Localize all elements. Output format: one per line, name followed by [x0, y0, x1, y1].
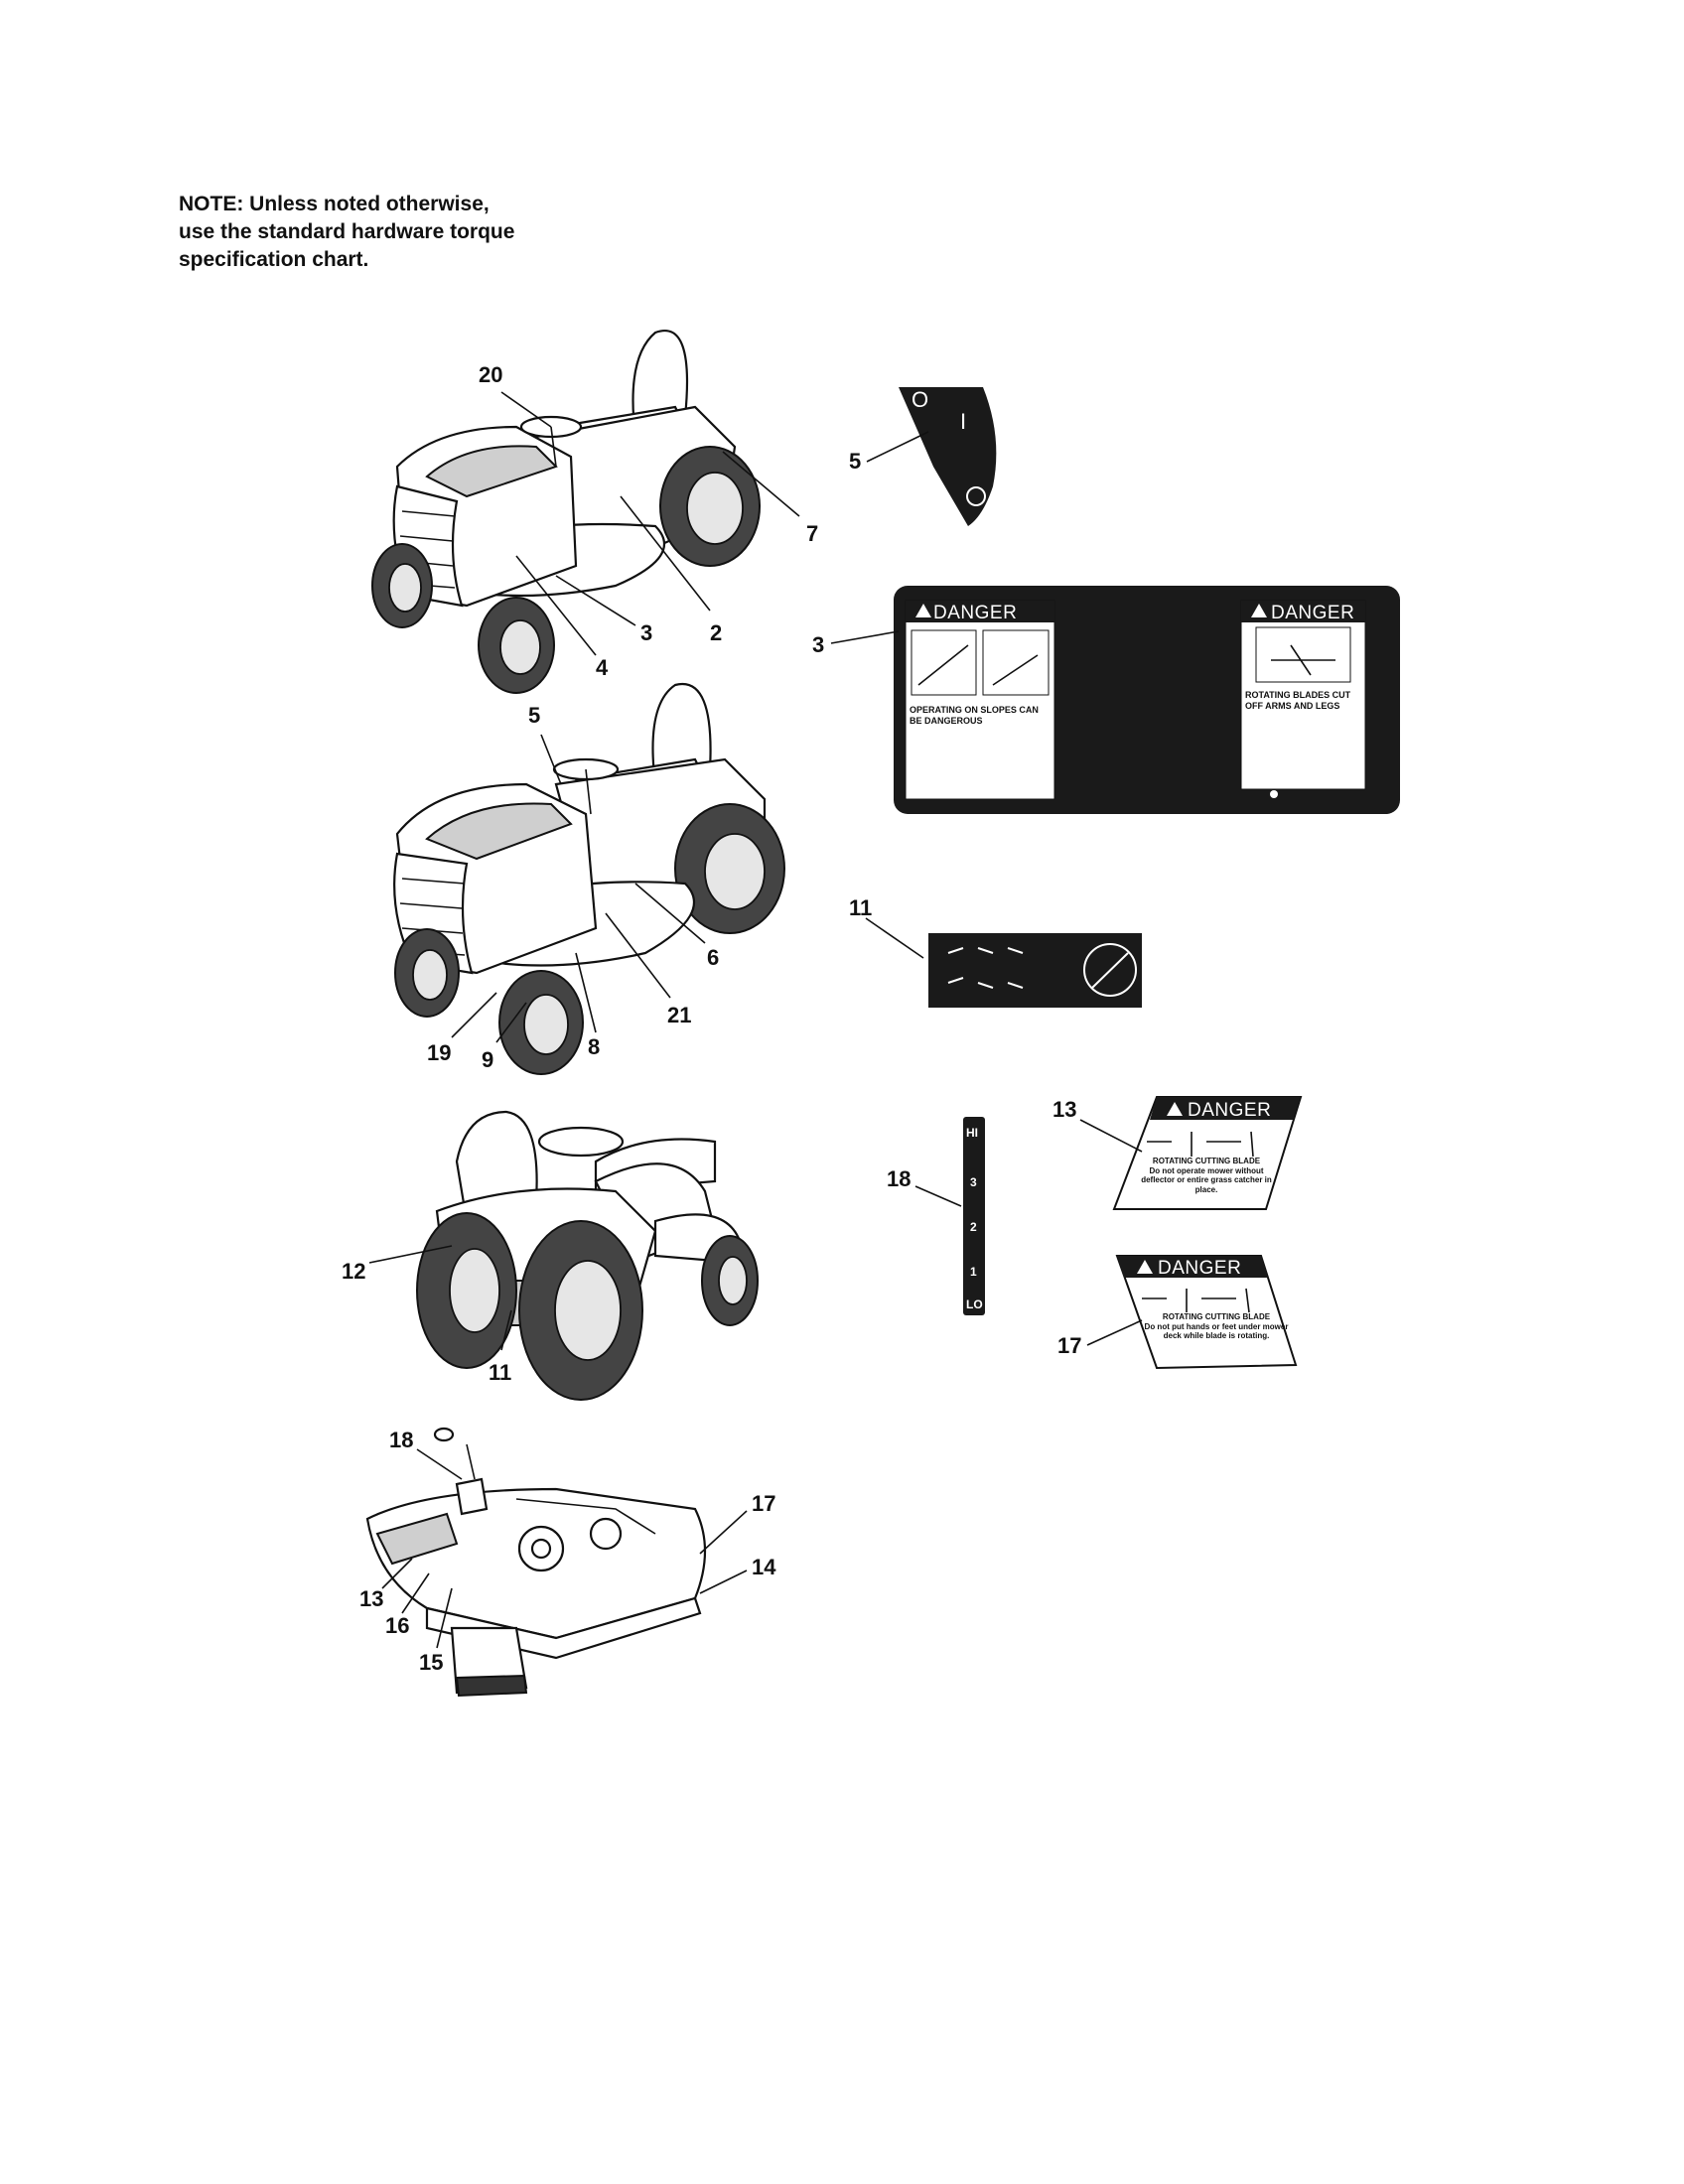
torque-note: NOTE: Unless noted otherwise, use the st… — [179, 191, 596, 274]
callout-17-decal: 17 — [1057, 1333, 1081, 1358]
callout-18-decal: 18 — [887, 1166, 911, 1191]
slope-tipover-icon — [982, 629, 1050, 696]
callout-21: 21 — [667, 1003, 691, 1027]
callout-4: 4 — [596, 655, 609, 680]
callout-8: 8 — [588, 1034, 600, 1059]
decal-17-danger-label: DANGER ROTATING CUTTING BLADE Do not put… — [1086, 1255, 1298, 1370]
note-line-2: use the standard hardware torque — [179, 219, 515, 243]
danger-13-text: Do not operate mower without deflector o… — [1141, 1165, 1272, 1194]
danger-13-title: DANGER — [1188, 1100, 1271, 1121]
callout-19: 19 — [427, 1040, 451, 1065]
decal-11-control-symbols — [865, 917, 1142, 1008]
decal-dot-icon — [1270, 790, 1278, 798]
danger-17-title: DANGER — [1158, 1258, 1241, 1279]
tractor-rear-view — [368, 1110, 759, 1401]
danger-3-left-title: DANGER — [933, 603, 1017, 623]
callout-18-deck: 18 — [389, 1428, 413, 1452]
callout-9: 9 — [482, 1047, 493, 1072]
callout-17-deck: 17 — [752, 1491, 775, 1516]
warning-triangle-icon — [1167, 1102, 1183, 1116]
decal-3-danger-label: DANGER OPERATING ON SLOPES CAN BE DANGER… — [830, 586, 1400, 814]
warning-triangle-icon — [1251, 604, 1267, 617]
callout-6: 6 — [707, 945, 719, 970]
callout-5: 5 — [528, 703, 540, 728]
callout-20: 20 — [479, 362, 502, 387]
danger-3-left-heading: OPERATING ON SLOPES CAN BE DANGEROUS — [910, 705, 1039, 726]
danger-3-right-heading: ROTATING BLADES CUT OFF ARMS AND LEGS — [1245, 690, 1351, 711]
gauge-hi: HI — [966, 1126, 978, 1140]
callout-11-decal: 11 — [849, 895, 872, 920]
callout-14: 14 — [752, 1555, 776, 1579]
callout-7: 7 — [806, 521, 818, 546]
warning-triangle-icon — [1137, 1260, 1153, 1274]
callout-12: 12 — [342, 1259, 365, 1284]
tractor-side-view — [393, 682, 785, 1075]
note-line-1: NOTE: Unless noted otherwise, — [179, 193, 490, 215]
mower-deck — [365, 1427, 748, 1698]
decal-13-danger-label: DANGER ROTATING CUTTING BLADE Do not ope… — [1079, 1096, 1303, 1210]
gauge-lo: LO — [966, 1297, 983, 1311]
callout-3: 3 — [640, 620, 652, 645]
danger-3-right-title: DANGER — [1271, 603, 1354, 623]
danger-17-heading: ROTATING CUTTING BLADE — [1162, 1312, 1271, 1321]
callout-2: 2 — [710, 620, 722, 645]
note-line-3: specification chart. — [179, 247, 369, 271]
danger-13-heading: ROTATING CUTTING BLADE — [1152, 1157, 1261, 1165]
danger-17-text: Do not put hands or feet under mower dec… — [1144, 1321, 1289, 1341]
decal-5-ignition-switch: O I — [866, 387, 997, 526]
callout-5-decal: 5 — [849, 449, 861, 474]
callout-11: 11 — [489, 1360, 511, 1385]
gauge-1: 1 — [970, 1265, 977, 1279]
callout-13-deck: 13 — [359, 1586, 383, 1611]
callout-13-decal: 13 — [1052, 1097, 1076, 1122]
slope-rollover-icon — [911, 629, 977, 696]
decal-18-height-gauge: HI 3 2 1 LO — [914, 1117, 985, 1315]
callout-3-decal: 3 — [812, 632, 824, 657]
blade-contact-icon — [1255, 626, 1351, 683]
gauge-3: 3 — [970, 1175, 977, 1189]
switch-off-symbol: O — [912, 387, 928, 412]
no-riders-icon — [1083, 943, 1137, 997]
tractor-front-view — [371, 330, 800, 694]
callout-15: 15 — [419, 1650, 443, 1675]
callout-16: 16 — [385, 1613, 409, 1638]
gauge-2: 2 — [970, 1220, 977, 1234]
switch-start-icon — [966, 486, 986, 506]
warning-triangle-icon — [915, 604, 931, 617]
switch-on-symbol: I — [960, 409, 966, 434]
